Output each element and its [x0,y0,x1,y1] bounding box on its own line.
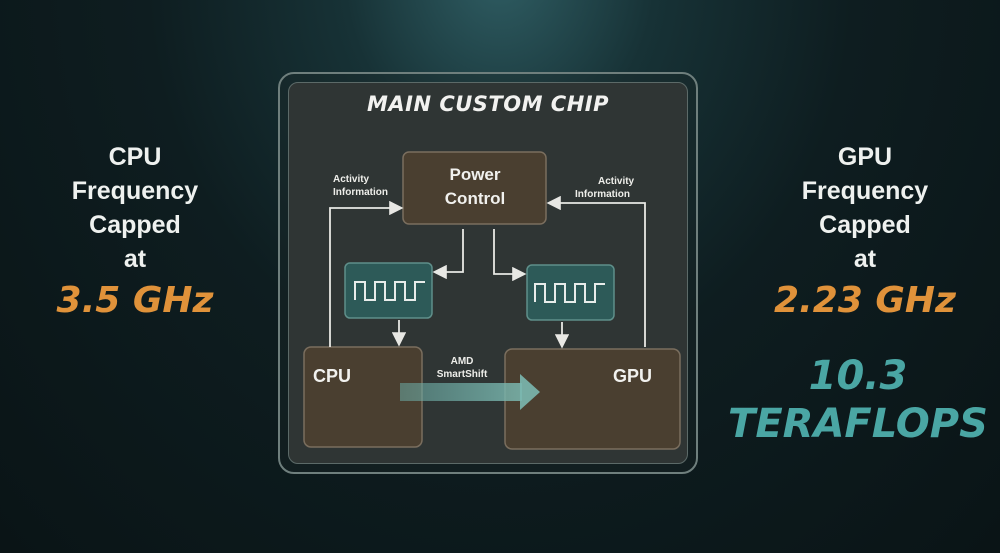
teraflops-number: 10.3 [808,353,908,399]
gpu-line-4: at [853,245,877,273]
gpu-activity-arrow [546,195,646,347]
chip-title: MAIN CUSTOM CHIP [366,92,609,116]
cpu-line-1: CPU [108,143,162,171]
square-wave-icon [534,283,605,303]
power-control-label-2: Control [445,189,505,208]
gpu-line-2: Frequency [801,177,929,205]
gpu-line-3: Capped [819,211,911,239]
square-wave-icon [354,281,425,301]
gpu-frequency-value: 2.23 GHz [774,280,956,321]
cpu-activity-arrow [329,200,404,347]
activity-left-label-1: Activity [333,174,370,185]
cpu-block-label: CPU [313,366,351,386]
cpu-line-3: Capped [89,211,181,239]
gpu-block-label: GPU [613,366,652,386]
smartshift-label-2: SmartShift [437,369,488,380]
power-control-box [402,151,547,225]
cpu-frequency-panel: CPU Frequency Capped at 3.5 GHz [40,140,230,324]
gpu-clock-box [526,264,615,321]
teraflops-readout: 10.3 TERAFLOPS [716,352,1000,448]
activity-right-label-1: Activity [598,176,635,187]
smartshift-arrow [400,374,540,410]
cpu-frequency-value: 3.5 GHz [56,280,214,321]
smartshift-label-1: AMD [451,356,474,367]
gpu-frequency-panel: GPU Frequency Capped at 2.23 GHz [770,140,960,324]
gpu-line-1: GPU [837,143,893,171]
activity-right-label-2: Information [575,189,630,200]
teraflops-unit: TERAFLOPS [728,401,988,447]
power-to-cpu-clock-arrow [432,229,464,280]
power-control-label-1: Power [449,165,500,184]
cpu-line-4: at [123,245,147,273]
power-to-gpu-clock-arrow [493,229,527,282]
activity-left-label-2: Information [333,187,388,198]
cpu-clock-box [344,262,433,319]
cpu-line-2: Frequency [71,177,199,205]
